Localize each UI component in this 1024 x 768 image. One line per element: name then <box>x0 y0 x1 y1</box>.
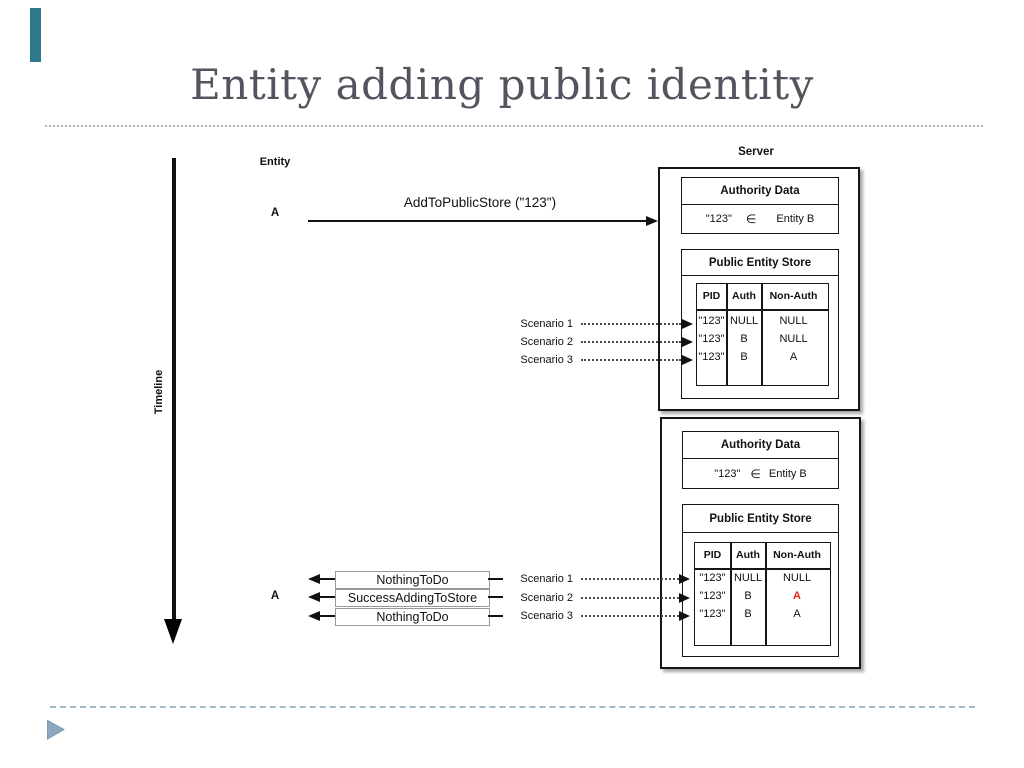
store-title-before: Public Entity Store <box>682 250 838 276</box>
response-arrowhead-icon <box>308 591 320 602</box>
table-cell: NULL <box>729 315 759 327</box>
request-arrow-line <box>308 220 648 222</box>
scenario-leader-line <box>581 578 679 580</box>
response-line <box>320 596 335 598</box>
table-cell: NULL <box>779 315 808 327</box>
scenario-label: Scenario 2 <box>520 336 573 348</box>
header-divider <box>695 568 830 570</box>
table-cell: "123" <box>699 572 726 584</box>
table-cell: NULL <box>733 572 763 584</box>
request-arrowhead-icon <box>646 215 658 226</box>
authority-pid-after: "123" <box>714 467 741 480</box>
col-header-nonauth: Non-Auth <box>769 290 818 302</box>
authority-title-before: Authority Data <box>682 178 838 205</box>
title-separator-line <box>45 125 983 127</box>
store-table-before: PID Auth Non-Auth "123" NULL NULL "123" … <box>696 283 829 386</box>
authority-table-before: Authority Data "123" ∈ Entity B <box>681 177 839 234</box>
scenario-label: Scenario 1 <box>520 318 573 330</box>
scenario-leader-line <box>581 359 681 361</box>
table-cell: B <box>744 590 752 602</box>
table-cell: NULL <box>779 333 808 345</box>
scenario-arrowhead-icon <box>682 318 693 329</box>
server-column-label: Server <box>738 146 774 158</box>
footer-separator-line <box>50 706 975 708</box>
scenario-leader-line <box>581 615 679 617</box>
entity-column-label: Entity <box>259 156 291 168</box>
column-divider <box>726 284 728 385</box>
table-cell: "123" <box>698 315 725 327</box>
response-message: NothingToDo <box>376 573 449 587</box>
col-header-auth: Auth <box>732 290 756 302</box>
actor-a-bottom-label: A <box>270 590 280 602</box>
scenario-arrowhead-icon <box>679 592 690 603</box>
timeline-label: Timeline <box>153 369 165 415</box>
element-of-symbol: ∈ <box>750 466 761 481</box>
header-divider <box>697 309 828 311</box>
table-cell: "123" <box>699 590 726 602</box>
store-box-before: Public Entity Store PID Auth Non-Auth "1… <box>681 249 839 399</box>
column-divider <box>761 284 763 385</box>
response-tick-line <box>488 596 503 598</box>
scenario-leader-line <box>581 341 681 343</box>
scenario-arrowhead-icon <box>682 354 693 365</box>
response-arrowhead-icon <box>308 610 320 621</box>
store-table-after: PID Auth Non-Auth "123" NULL NULL "123" … <box>694 542 831 646</box>
column-divider <box>765 543 767 645</box>
scenario-leader-line <box>581 323 681 325</box>
table-cell: NULL <box>782 572 812 584</box>
scenario-arrowhead-icon <box>679 610 690 621</box>
actor-a-top-label: A <box>270 207 280 219</box>
slide-title: Entity adding public identity <box>190 60 814 109</box>
response-box: NothingToDo <box>335 608 490 626</box>
request-message-label: AddToPublicStore ("123") <box>403 195 557 210</box>
authority-row-before: "123" ∈ Entity B <box>682 205 838 233</box>
table-cell: B <box>740 351 748 363</box>
response-tick-line <box>488 615 503 617</box>
authority-table-after: Authority Data "123" ∈ Entity B <box>682 431 839 489</box>
response-arrowhead-icon <box>308 573 320 584</box>
col-header-auth: Auth <box>736 549 760 561</box>
table-cell: A <box>789 351 798 363</box>
table-cell-highlighted: A <box>793 590 801 602</box>
authority-title-after: Authority Data <box>683 432 838 459</box>
authority-row-after: "123" ∈ Entity B <box>683 459 838 488</box>
scenario-label: Scenario 1 <box>520 573 573 585</box>
scenario-arrowhead-icon <box>682 336 693 347</box>
footer-triangle-icon <box>47 720 65 740</box>
authority-pid-before: "123" <box>705 213 732 225</box>
response-line <box>320 578 335 580</box>
scenario-label: Scenario 3 <box>520 610 573 622</box>
scenario-label: Scenario 2 <box>520 592 573 604</box>
response-line <box>320 615 335 617</box>
response-message: NothingToDo <box>376 610 449 624</box>
table-cell: A <box>793 608 801 620</box>
col-header-pid: PID <box>703 549 722 561</box>
table-cell: "123" <box>698 333 725 345</box>
response-message: SuccessAddingToStore <box>347 591 478 605</box>
store-title-after: Public Entity Store <box>683 505 838 533</box>
scenario-arrowhead-icon <box>679 573 690 584</box>
scenario-label: Scenario 3 <box>520 354 573 366</box>
column-divider <box>730 543 732 645</box>
scenario-leader-line <box>581 597 679 599</box>
table-cell: "123" <box>698 351 725 363</box>
element-of-symbol: ∈ <box>745 212 757 226</box>
theme-accent-bar <box>30 8 41 62</box>
col-header-nonauth: Non-Auth <box>773 549 821 561</box>
col-header-pid: PID <box>702 290 721 302</box>
table-cell: B <box>744 608 752 620</box>
response-box: SuccessAddingToStore <box>335 589 490 607</box>
table-cell: "123" <box>699 608 726 620</box>
timeline-arrowhead-icon <box>164 619 182 644</box>
table-cell: B <box>740 333 748 345</box>
authority-owner-after: Entity B <box>768 467 807 480</box>
store-box-after: Public Entity Store PID Auth Non-Auth "1… <box>682 504 839 657</box>
response-box: NothingToDo <box>335 571 490 589</box>
timeline-line <box>172 158 176 621</box>
authority-owner-before: Entity B <box>776 213 815 225</box>
response-tick-line <box>488 578 503 580</box>
